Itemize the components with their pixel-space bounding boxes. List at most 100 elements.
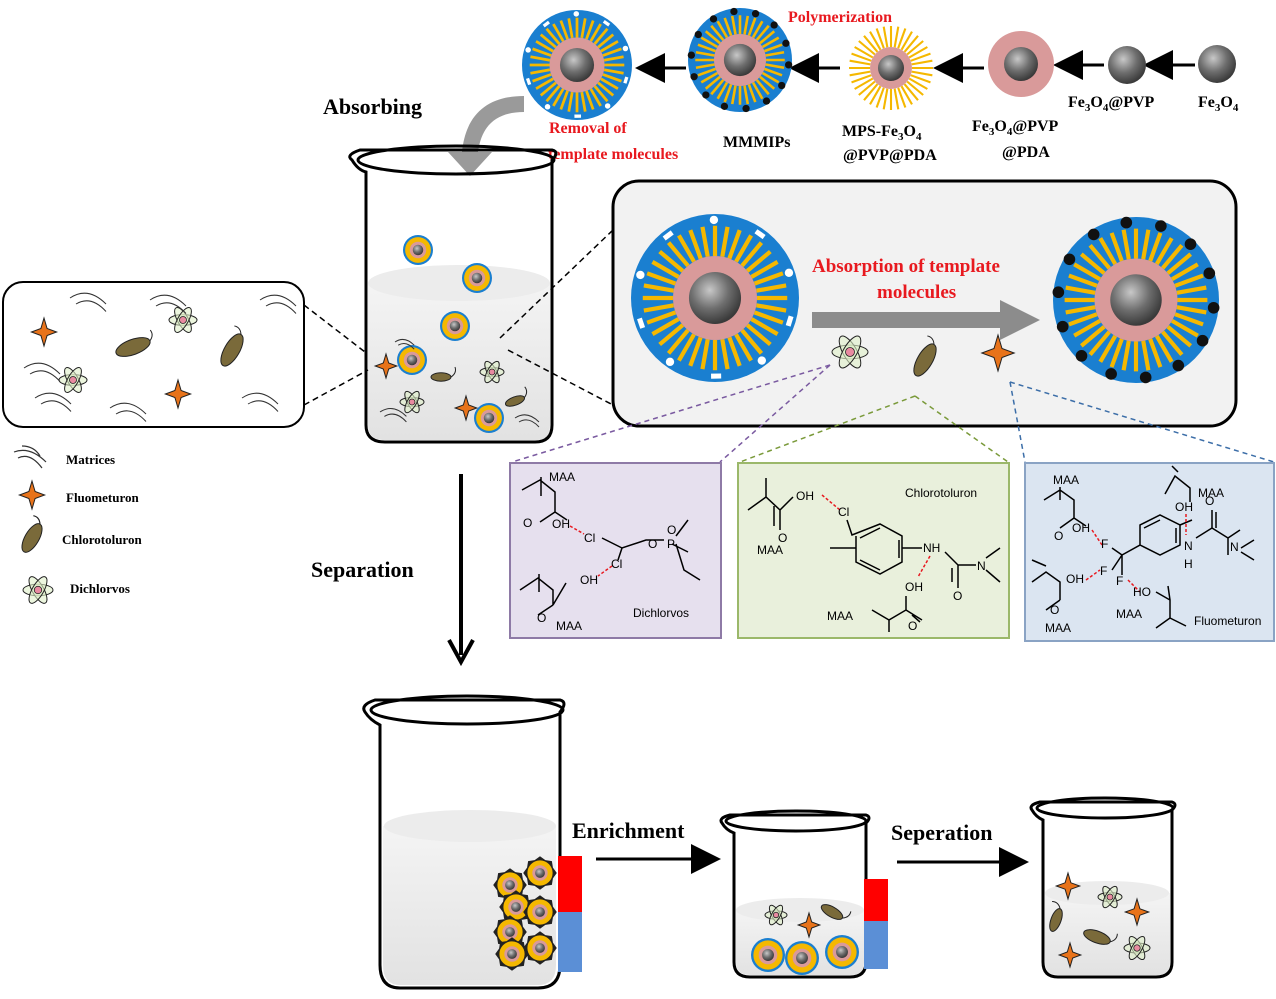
matrices-icon: [13, 445, 47, 469]
matrix-fragment: [241, 392, 279, 412]
polymerization-label: Polymerization: [788, 9, 892, 26]
svg-text:N: N: [977, 559, 986, 573]
matrix-fragment: [394, 338, 415, 350]
mip-particle: [849, 26, 933, 110]
svg-text:O: O: [1050, 603, 1059, 617]
fluometuron-molecule: [17, 479, 47, 511]
svg-text:OH: OH: [905, 580, 923, 594]
legend-chlorotoluron: Chlorotoluron: [62, 532, 142, 547]
absorption-arrow: [812, 300, 1040, 340]
fe3o4-pvp-pda-label-2: @PDA: [1002, 144, 1050, 161]
svg-text:OH: OH: [1175, 500, 1193, 514]
mip-loaded: [495, 937, 529, 971]
chlorotoluron-molecule: [220, 325, 244, 367]
fluometuron-molecule: [453, 394, 479, 422]
separation-label: Separation: [311, 557, 414, 582]
dichlorvos-molecule: [831, 335, 869, 369]
svg-text:O: O: [1054, 529, 1063, 543]
svg-text:O: O: [778, 531, 787, 545]
svg-text:O: O: [908, 619, 917, 633]
chlorotoluron-molecule: [1083, 929, 1118, 945]
chlorotoluron-molecule: [1049, 901, 1063, 932]
svg-text:OH: OH: [1066, 572, 1084, 586]
svg-text:P: P: [667, 537, 675, 551]
dichlorvos-molecule: [479, 360, 505, 384]
curved-arrow: [448, 96, 524, 176]
fluometuron-icon: [17, 479, 47, 511]
matrix-fragment: [514, 414, 540, 428]
matrix-sample-box: [2, 281, 305, 428]
mip-small: [474, 403, 504, 433]
fe3o4-pvp-particle: [1108, 46, 1146, 84]
mip-small: [785, 941, 819, 975]
svg-text:O: O: [667, 523, 676, 537]
dichlorvos-molecule: [399, 390, 425, 414]
legend-dichlorvos: Dichlorvos: [70, 581, 130, 596]
svg-text:F: F: [1100, 564, 1107, 578]
fluometuron-molecule: [1057, 941, 1083, 969]
fluometuron-molecule: [1054, 871, 1082, 901]
fe3o4-pvp-pda-label-1: Fe3O4@PVP: [972, 118, 1059, 138]
mip-loaded: [499, 890, 533, 924]
absorption-label-1: Absorption of template: [812, 256, 1000, 277]
chlorotoluron-structure-box: O OH MAA Cl NH O N OH O MAA Chlorotoluro…: [737, 462, 1010, 639]
svg-text:H: H: [1184, 557, 1193, 571]
synthesis-route: Fe3O4 Fe3O4@PVP Fe3O4@PVP @PDA MPS-Fe3O4…: [522, 7, 1239, 164]
svg-text:NH: NH: [923, 541, 940, 555]
mps-label-2: @PVP@PDA: [843, 147, 937, 164]
mip-particle: [687, 7, 793, 113]
svg-text:Cl: Cl: [838, 505, 849, 519]
fluometuron-name: Fluometuron: [1194, 614, 1261, 628]
mip-small: [825, 935, 859, 969]
mip-loaded: [493, 915, 527, 949]
matrix-fragment: [109, 402, 147, 422]
svg-text:OH: OH: [580, 573, 598, 587]
matrix-fragment: [34, 392, 72, 412]
fluometuron-maa-1: MAA: [1053, 473, 1079, 487]
removal-label-2: template molecules: [548, 146, 678, 163]
seperation-label: Seperation: [891, 820, 992, 845]
chlorotoluron-molecule: [504, 386, 528, 407]
matrix-fragment: [23, 362, 61, 382]
chlorotoluron-molecule: [913, 335, 937, 377]
dichlorvos-name: Dichlorvos: [633, 606, 689, 620]
fluometuron-structure-box: MAA O OH F F F N H O N OH MAA OH O MAA H…: [1024, 462, 1275, 642]
svg-text:O: O: [953, 589, 962, 603]
mip-small: [462, 263, 492, 293]
svg-text:OH: OH: [1072, 521, 1090, 535]
svg-text:N: N: [1230, 540, 1239, 554]
fluometuron-molecule: [796, 911, 822, 939]
mip-small: [403, 235, 433, 265]
legend-fluometuron: Fluometuron: [66, 490, 139, 505]
svg-text:F: F: [1101, 537, 1108, 551]
dichlorvos-molecule: [764, 904, 788, 926]
mip-small: [397, 345, 427, 375]
svg-text:O: O: [537, 611, 546, 625]
matrix-fragment: [69, 292, 107, 312]
chlorotoluron-name: Chlorotoluron: [905, 486, 977, 500]
legend: Matrices Fluometuron Chlorotoluron Dichl…: [13, 445, 142, 604]
matrix-fragment: [379, 407, 407, 423]
svg-text:F: F: [1116, 574, 1123, 588]
enrichment-label: Enrichment: [572, 818, 685, 843]
dichlorvos-molecule: [168, 307, 198, 333]
chlorotoluron-molecule: [820, 904, 852, 920]
fluometuron-molecule: [163, 378, 193, 410]
mps-label-1: MPS-Fe3O4: [842, 123, 922, 143]
matrix-fragment: [149, 294, 187, 314]
matrix-fragment: [259, 294, 297, 314]
absorption-label-2: molecules: [877, 282, 956, 303]
chlorotoluron-maa-1: MAA: [757, 543, 783, 557]
fluometuron-molecule: [373, 352, 399, 380]
fe3o4-particle: [1198, 45, 1236, 83]
removal-particle: [522, 10, 632, 120]
dichlorvos-icon: [22, 576, 54, 604]
fluometuron-molecule: [980, 333, 1016, 373]
removal-label-1: Removal of: [549, 120, 627, 137]
svg-text:Cl: Cl: [584, 531, 595, 545]
dichlorvos-molecule: [1123, 935, 1151, 961]
chlorotoluron-molecule: [430, 366, 456, 382]
mip-particle: [522, 10, 632, 120]
molecules-layer: [23, 235, 1151, 975]
